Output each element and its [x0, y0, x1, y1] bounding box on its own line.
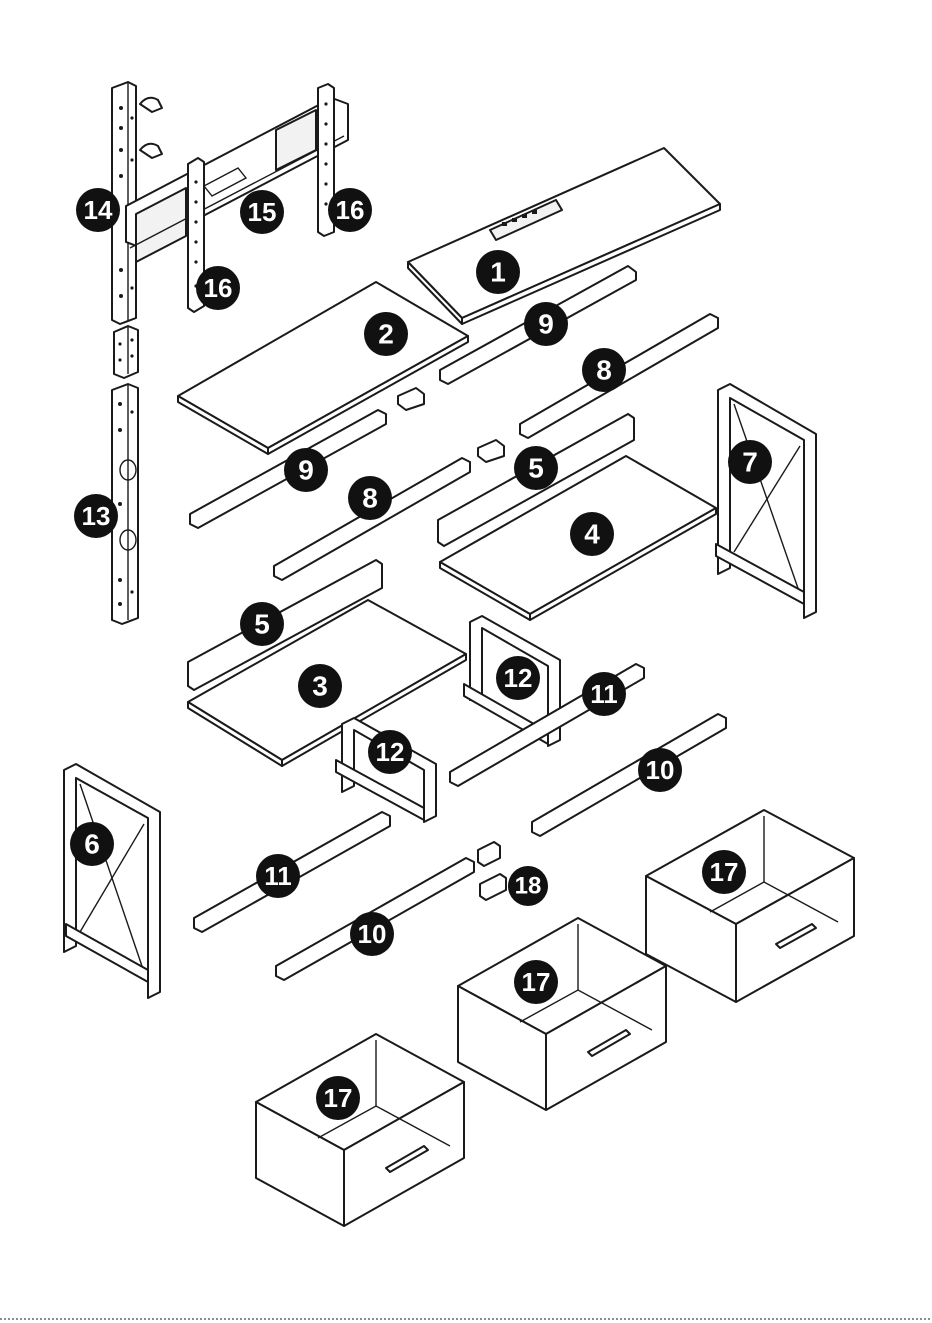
part-badge-8b: 8	[348, 476, 392, 520]
part-badge-6: 6	[70, 822, 114, 866]
badge-label: 12	[376, 737, 405, 767]
part-badge-2: 2	[364, 312, 408, 356]
part-badge-4: 4	[570, 512, 614, 556]
part-badge-9a: 9	[524, 302, 568, 346]
badge-label: 3	[312, 671, 328, 702]
badge-label: 12	[504, 663, 533, 693]
part-badge-9b: 9	[284, 448, 328, 492]
top-panel	[408, 148, 720, 324]
badge-label: 8	[596, 355, 612, 386]
tv-mount-plate	[126, 98, 348, 262]
side-frame-left	[64, 764, 160, 998]
badge-label: 11	[264, 861, 292, 891]
badge-label: 9	[538, 309, 554, 340]
badge-label: 13	[82, 501, 111, 531]
rail-10-right	[532, 714, 726, 836]
badge-label: 17	[522, 967, 551, 997]
part-badge-10a: 10	[638, 748, 682, 792]
drawer-17-middle	[458, 918, 666, 1110]
part-badge-15: 15	[240, 190, 284, 234]
badge-label: 15	[248, 197, 277, 227]
part-badge-18: 18	[508, 866, 548, 906]
drawer-17-left	[256, 1034, 464, 1226]
hardware-18	[478, 842, 506, 900]
part-badge-17c: 17	[316, 1076, 360, 1120]
badge-label: 18	[515, 873, 542, 900]
badge-label: 17	[710, 857, 739, 887]
part-badge-11a: 11	[582, 672, 626, 716]
part-badge-3: 3	[298, 664, 342, 708]
upright-post-bottom	[112, 384, 138, 624]
badge-label: 17	[324, 1083, 353, 1113]
part-badge-12a: 12	[496, 656, 540, 700]
badge-label: 7	[742, 447, 758, 478]
badge-label: 6	[84, 829, 100, 860]
part-badge-17a: 17	[702, 850, 746, 894]
badge-label: 9	[298, 455, 314, 486]
part-badge-17b: 17	[514, 960, 558, 1004]
part-badge-12b: 12	[368, 730, 412, 774]
part-badge-13: 13	[74, 494, 118, 538]
part-badge-11b: 11	[256, 854, 300, 898]
badge-label: 1	[490, 257, 506, 288]
badge-label: 14	[84, 195, 113, 225]
part-badge-5a: 5	[514, 446, 558, 490]
badge-label: 8	[362, 483, 378, 514]
badge-label: 10	[646, 755, 675, 785]
badge-label: 4	[584, 519, 600, 550]
part-badge-5b: 5	[240, 602, 284, 646]
part-badge-10b: 10	[350, 912, 394, 956]
side-frame-right	[716, 384, 816, 618]
part-badge-16b: 16	[196, 266, 240, 310]
badge-label: 5	[254, 609, 270, 640]
part-badge-16a: 16	[328, 188, 372, 232]
badge-label: 16	[204, 273, 233, 303]
part-badge-1: 1	[476, 250, 520, 294]
post-connector	[114, 326, 138, 378]
badge-label: 10	[358, 919, 387, 949]
badge-label: 5	[528, 453, 544, 484]
badge-label: 11	[590, 679, 618, 709]
part-badge-8a: 8	[582, 348, 626, 392]
part-badge-14: 14	[76, 188, 120, 232]
part-badge-7: 7	[728, 440, 772, 484]
badge-label: 16	[336, 195, 365, 225]
drawer-17-right	[646, 810, 854, 1002]
connector-blocks	[398, 388, 504, 462]
badge-label: 2	[378, 319, 394, 350]
